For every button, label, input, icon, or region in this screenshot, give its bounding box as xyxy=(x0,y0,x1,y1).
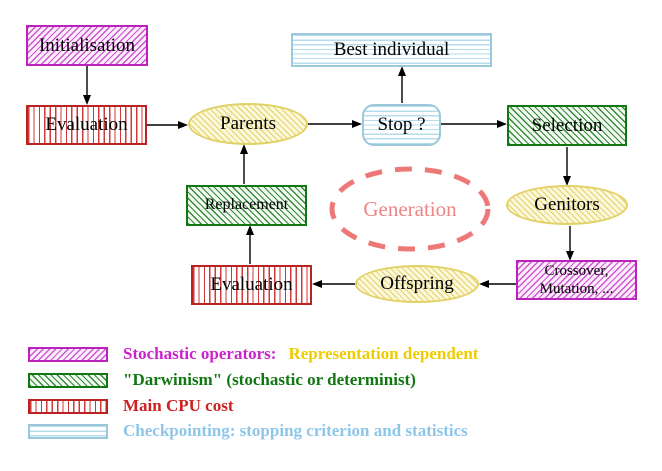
generation-dashed-ellipse xyxy=(329,166,491,252)
node-evaluation-top: Evaluation xyxy=(26,105,147,145)
node-selection-label: Selection xyxy=(531,114,603,136)
legend-text-stochastic: Stochastic operators: xyxy=(123,344,277,363)
node-initialisation: Initialisation xyxy=(26,25,148,66)
legend-swatch-red-vlines xyxy=(28,398,108,414)
node-offspring: Offspring xyxy=(355,265,479,303)
node-evaluation-bottom: Evaluation xyxy=(191,265,312,305)
node-initialisation-label: Initialisation xyxy=(38,34,136,56)
node-stop-label: Stop ? xyxy=(377,114,426,136)
node-replacement: Replacement xyxy=(186,185,307,226)
node-selection: Selection xyxy=(507,105,627,146)
legend-swatch-green-hatch xyxy=(28,372,108,388)
node-evaluation-top-label: Evaluation xyxy=(45,114,128,136)
generation-label-text: Generation xyxy=(363,196,457,221)
node-offspring-label: Offspring xyxy=(380,273,454,295)
generation-label: Generation xyxy=(330,188,490,230)
node-crossover-mutation: Crossover, Mutation, ... xyxy=(516,260,637,300)
legend-row-checkpointing: Checkpointing: stopping criterion and st… xyxy=(28,421,468,440)
legend-row-stochastic-operators: Stochastic operators: Representation depe… xyxy=(28,344,478,364)
node-parents-label: Parents xyxy=(220,113,276,135)
node-best-individual-label: Best individual xyxy=(333,39,450,61)
legend-label-stochastic-operators: Stochastic operators: Representation depe… xyxy=(123,344,478,364)
node-stop: Stop ? xyxy=(362,104,441,146)
legend-label-main-cpu-cost: Main CPU cost xyxy=(123,396,234,415)
node-genitors: Genitors xyxy=(506,185,628,225)
legend-row-darwinism: "Darwinism" (stochastic or determinist) xyxy=(28,370,416,389)
node-best-individual: Best individual xyxy=(291,33,492,67)
node-replacement-label: Replacement xyxy=(204,196,289,214)
node-evaluation-bottom-label: Evaluation xyxy=(210,274,293,296)
legend-swatch-cyan-hlines xyxy=(28,423,108,439)
node-crossover-label: Crossover, xyxy=(544,263,609,279)
legend-row-main-cpu-cost: Main CPU cost xyxy=(28,396,234,415)
legend-label-checkpointing: Checkpointing: stopping criterion and st… xyxy=(123,421,468,440)
node-mutation-label: Mutation, ... xyxy=(539,281,614,297)
legend-swatch-magenta-hatch xyxy=(28,346,108,362)
node-parents: Parents xyxy=(188,103,308,145)
node-genitors-label: Genitors xyxy=(534,194,600,216)
flow-arrows xyxy=(83,66,574,288)
legend-label-darwinism: "Darwinism" (stochastic or determinist) xyxy=(123,370,416,389)
legend-text-representation: Representation dependent xyxy=(288,344,479,363)
